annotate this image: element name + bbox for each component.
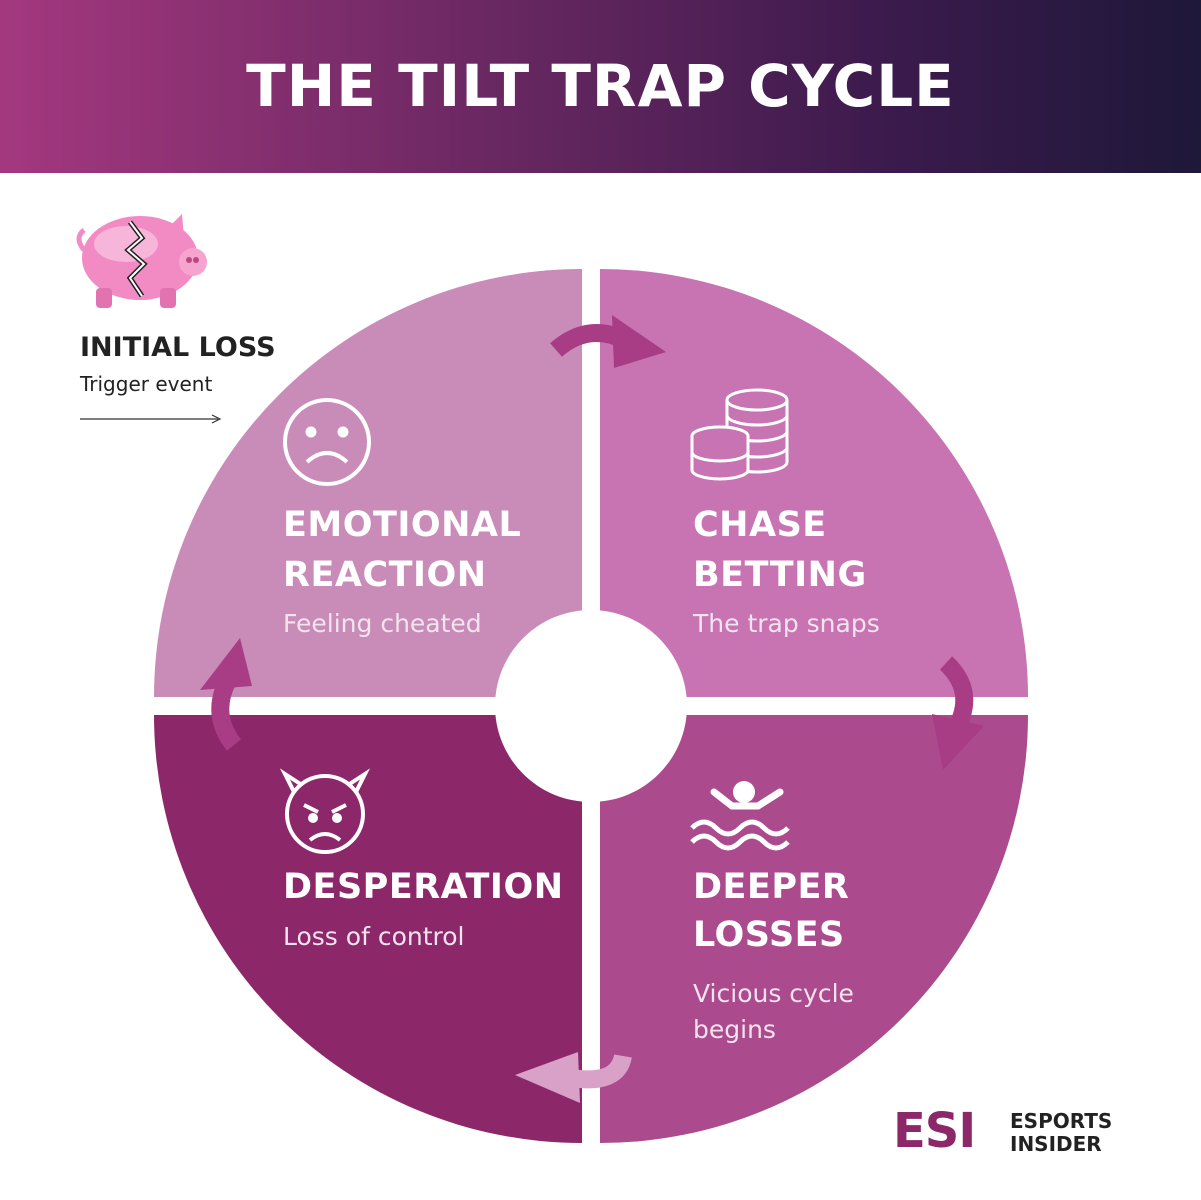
brand-line1: ESPORTS [1010, 1109, 1113, 1133]
emotional-reaction-subtitle: Feeling cheated [283, 609, 482, 638]
quadrant-emotional-reaction [154, 269, 582, 697]
initial-loss-subtitle: Trigger event [80, 372, 213, 396]
deeper-losses-subtitle-line1: Vicious cycle [693, 979, 854, 1008]
quadrant-chase-betting [600, 269, 1028, 697]
emotional-reaction-title-line2: REACTION [283, 555, 487, 595]
sad-face-icon [283, 398, 371, 486]
desperation-title: DESPERATION [283, 867, 564, 907]
brand-line2: INSIDER [1010, 1132, 1102, 1156]
angry-devil-face-icon [279, 768, 371, 854]
header-banner: THE TILT TRAP CYCLE [0, 0, 1201, 173]
arrow-to-emotional-reaction [200, 638, 252, 751]
deeper-losses-title-line1: DEEPER [693, 867, 850, 907]
coin-stacks-icon [690, 388, 789, 481]
desperation-subtitle: Loss of control [283, 922, 465, 951]
quadrant-desperation [154, 715, 582, 1143]
initial-loss-title: INITIAL LOSS [80, 332, 276, 363]
page-title: THE TILT TRAP CYCLE [246, 52, 955, 120]
deeper-losses-subtitle-line2: begins [693, 1015, 776, 1044]
svg-text:ESI: ESI [893, 1103, 975, 1159]
broken-piggy-bank-icon [76, 214, 207, 308]
arrow-to-deeper-losses [932, 656, 984, 770]
trigger-arrow [80, 414, 222, 424]
arrow-to-desperation [515, 1052, 632, 1103]
esi-logo-icon: ESI [893, 1103, 976, 1159]
emotional-reaction-title-line1: EMOTIONAL [283, 505, 522, 545]
drowning-swimmer-icon [690, 781, 790, 851]
center-hole [495, 610, 687, 802]
arrow-to-chase-betting [550, 315, 666, 368]
chase-betting-title-line1: CHASE [693, 505, 827, 545]
deeper-losses-title-line2: LOSSES [693, 915, 845, 955]
chase-betting-subtitle: The trap snaps [693, 609, 880, 638]
chase-betting-title-line2: BETTING [693, 555, 867, 595]
